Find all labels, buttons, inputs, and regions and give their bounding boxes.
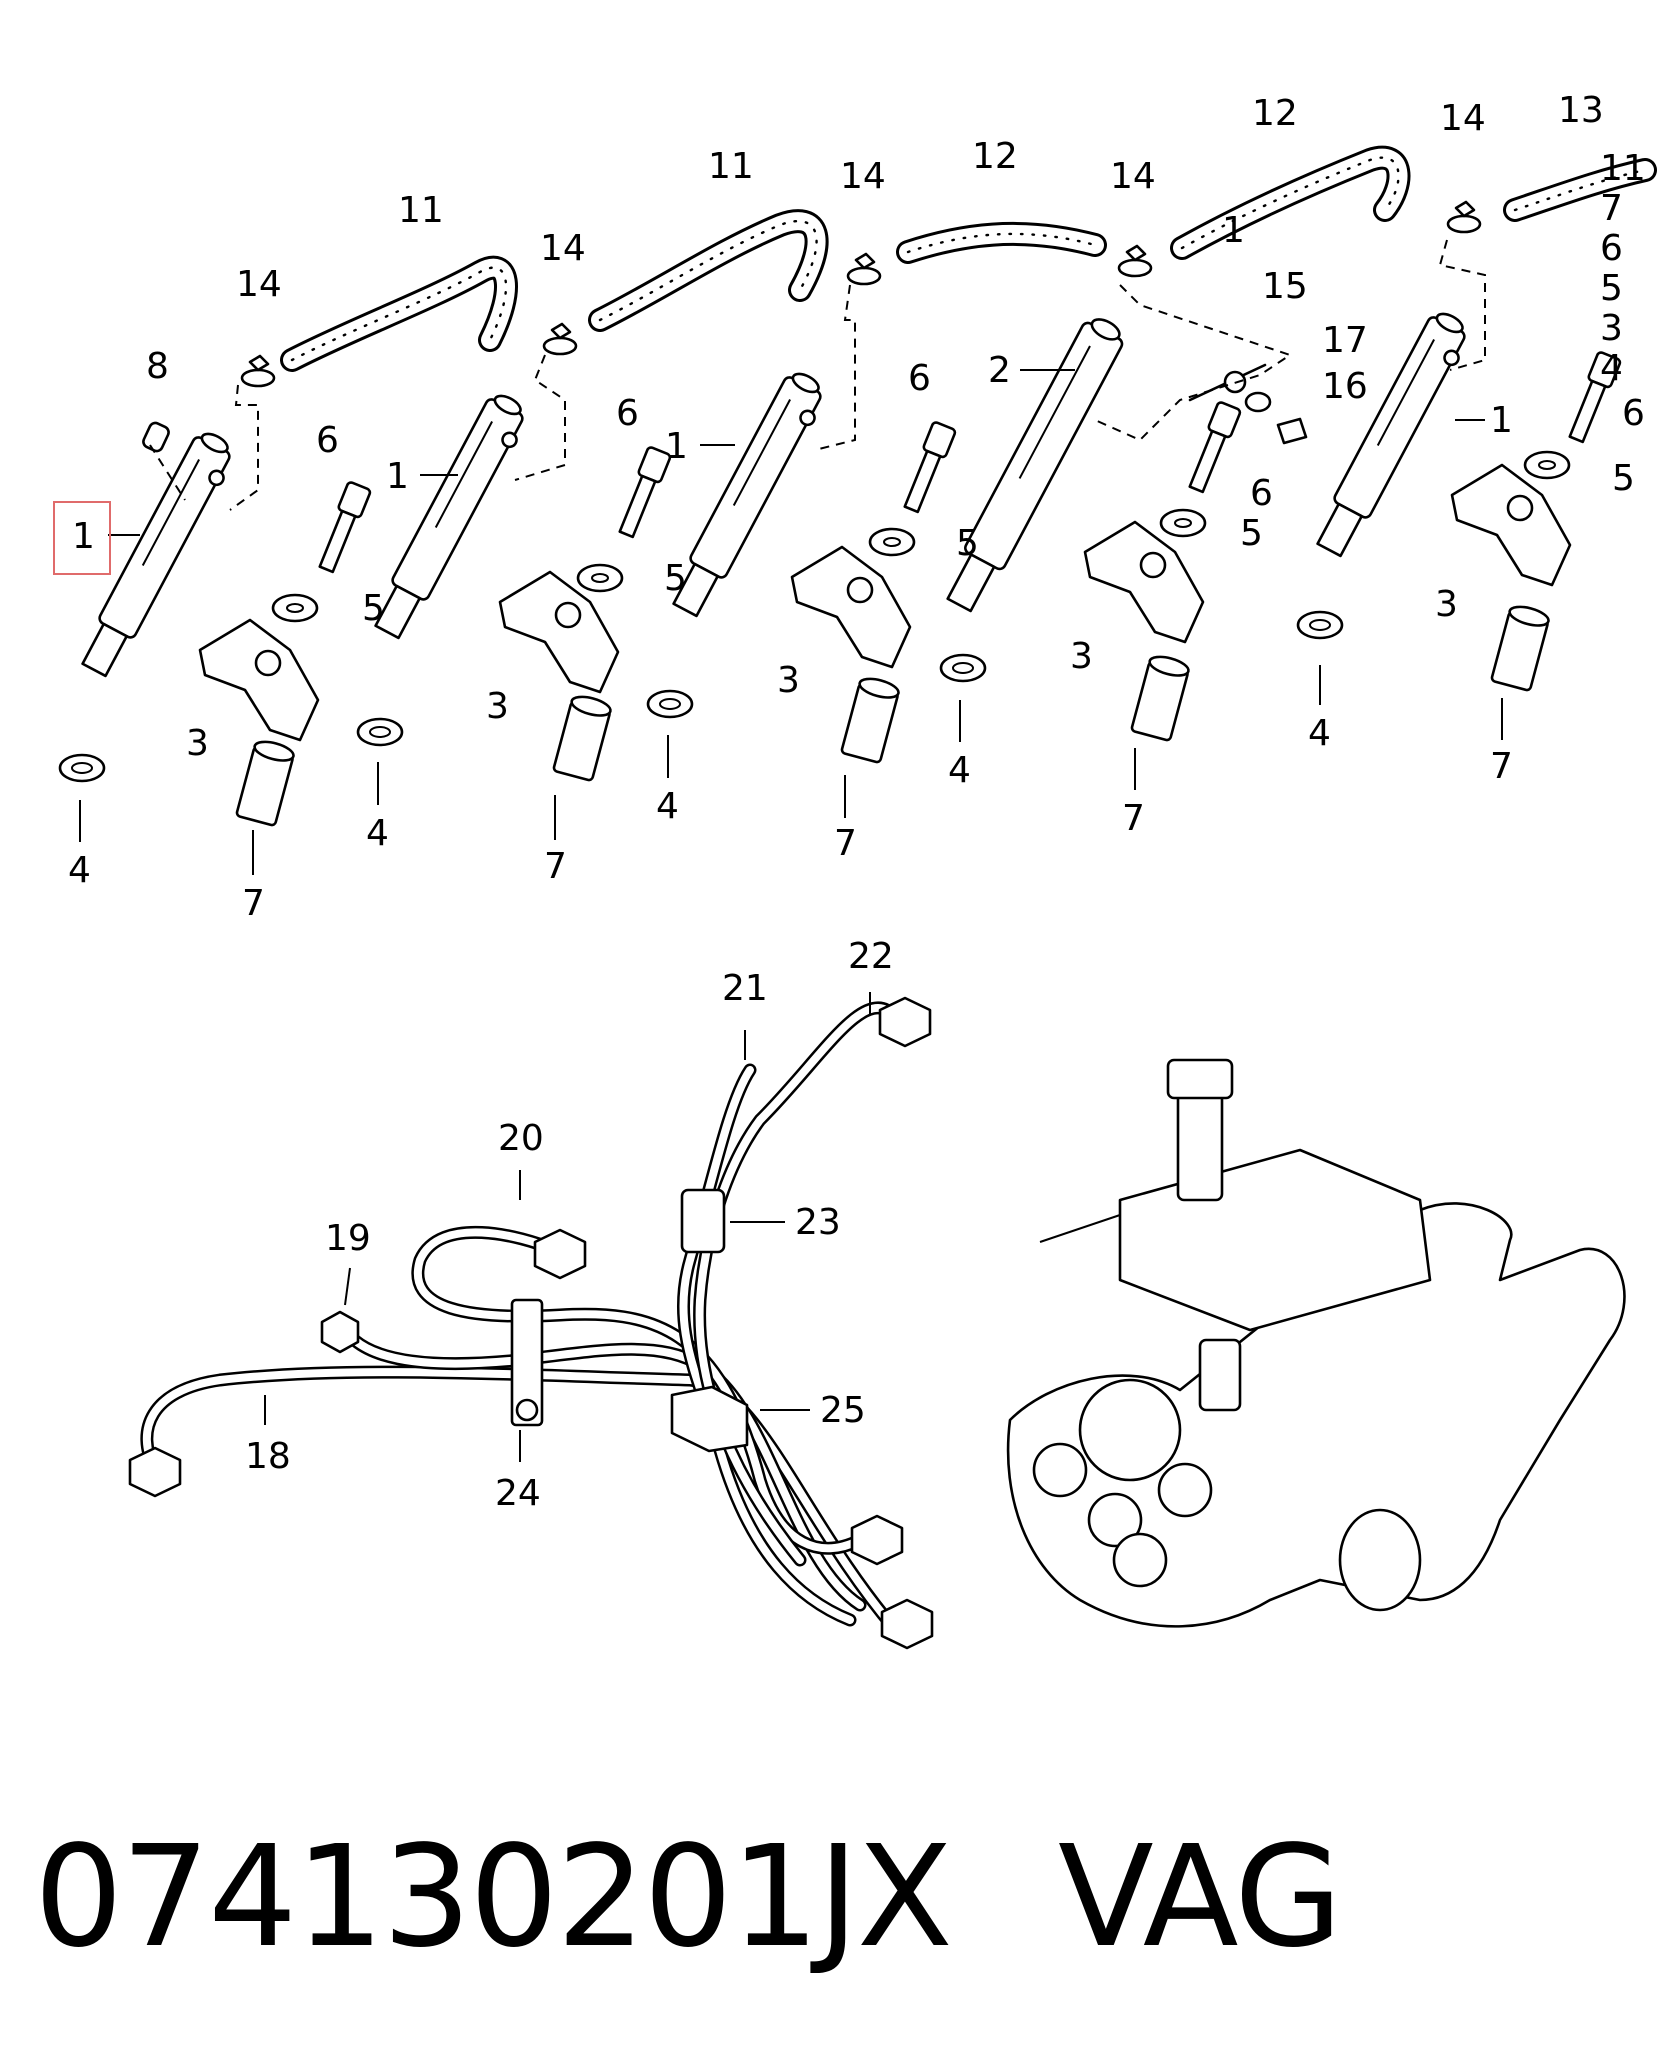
callout-3: 3 <box>486 686 509 727</box>
seals <box>58 610 1344 783</box>
callout-13: 13 <box>1558 90 1604 131</box>
callout-4: 4 <box>1308 713 1331 754</box>
callout-labels: 1 1 1 1 1 2 3 3 3 3 3 3 4 4 4 4 4 4 5 5 … <box>68 90 1646 1514</box>
callout-14: 14 <box>1110 156 1156 197</box>
callout-5: 5 <box>664 558 687 599</box>
callout-4: 4 <box>1600 348 1623 389</box>
callout-11: 11 <box>398 190 444 231</box>
callout-6: 6 <box>1600 228 1623 269</box>
callout-7: 7 <box>242 883 265 924</box>
callout-4: 4 <box>948 750 971 791</box>
callout-8: 8 <box>146 346 169 387</box>
highlighted-callout-box <box>53 501 111 575</box>
callout-7: 7 <box>834 823 857 864</box>
callout-1: 1 <box>386 456 409 497</box>
callout-14: 14 <box>1440 98 1486 139</box>
callout-11: 11 <box>708 146 754 187</box>
callout-7: 7 <box>1122 798 1145 839</box>
part-footer: 074130201JX VAG <box>0 1800 1677 2030</box>
hose-clamps <box>240 200 1482 388</box>
part-number-label: 074130201JX <box>34 1816 953 1979</box>
callout-3: 3 <box>777 660 800 701</box>
callout-14: 14 <box>540 228 586 269</box>
small-parts <box>142 363 1308 453</box>
callout-5: 5 <box>362 588 385 629</box>
callout-19: 19 <box>325 1218 371 1259</box>
fuel-injectors <box>81 312 1466 678</box>
leak-off-hoses <box>280 145 1657 372</box>
callout-1: 1 <box>665 426 688 467</box>
callout-14: 14 <box>236 264 282 305</box>
callout-2: 2 <box>988 350 1011 391</box>
callout-21: 21 <box>722 968 768 1009</box>
callout-6: 6 <box>1250 473 1273 514</box>
callout-3: 3 <box>186 723 209 764</box>
brand-label: VAG <box>1058 1816 1343 1979</box>
callout-15: 15 <box>1262 266 1308 307</box>
callout-25: 25 <box>820 1390 866 1431</box>
callout-5: 5 <box>1600 268 1623 309</box>
callout-16: 16 <box>1322 366 1368 407</box>
callout-4: 4 <box>68 850 91 891</box>
injection-pump <box>1006 1058 1626 1628</box>
washers <box>271 450 1571 623</box>
sleeves <box>235 605 1550 827</box>
callout-4: 4 <box>656 786 679 827</box>
callout-24: 24 <box>495 1473 541 1514</box>
callout-3: 3 <box>1070 636 1093 677</box>
callout-7: 7 <box>1490 746 1513 787</box>
exploded-parts-diagram: 1 1 1 1 1 2 3 3 3 3 3 3 4 4 4 4 4 4 5 5 … <box>53 90 1657 1650</box>
callout-11: 11 <box>1600 148 1646 189</box>
callout-12: 12 <box>972 136 1018 177</box>
callout-23: 23 <box>795 1202 841 1243</box>
callout-5: 5 <box>956 523 979 564</box>
bolts <box>318 351 1622 574</box>
callout-1: 1 <box>72 516 95 557</box>
callout-17: 17 <box>1322 320 1368 361</box>
callout-6: 6 <box>316 420 339 461</box>
callout-leaders <box>79 369 1503 1462</box>
callout-6: 6 <box>1622 393 1645 434</box>
callout-1: 1 <box>1222 210 1245 251</box>
callout-3: 3 <box>1435 584 1458 625</box>
callout-6: 6 <box>616 393 639 434</box>
callout-22: 22 <box>848 936 894 977</box>
callout-3: 3 <box>1600 308 1623 349</box>
callout-12: 12 <box>1252 93 1298 134</box>
callout-4: 4 <box>366 813 389 854</box>
callout-1: 1 <box>1490 400 1513 441</box>
callout-14: 14 <box>840 156 886 197</box>
callout-7: 7 <box>544 846 567 887</box>
callout-6: 6 <box>908 358 931 399</box>
injector-pipes <box>128 996 934 1650</box>
callout-7: 7 <box>1600 188 1623 229</box>
callout-5: 5 <box>1612 458 1635 499</box>
clamping-pieces <box>198 463 1572 742</box>
callout-18: 18 <box>245 1436 291 1477</box>
callout-20: 20 <box>498 1118 544 1159</box>
dashed-leaders <box>149 239 1486 511</box>
callout-5: 5 <box>1240 513 1263 554</box>
